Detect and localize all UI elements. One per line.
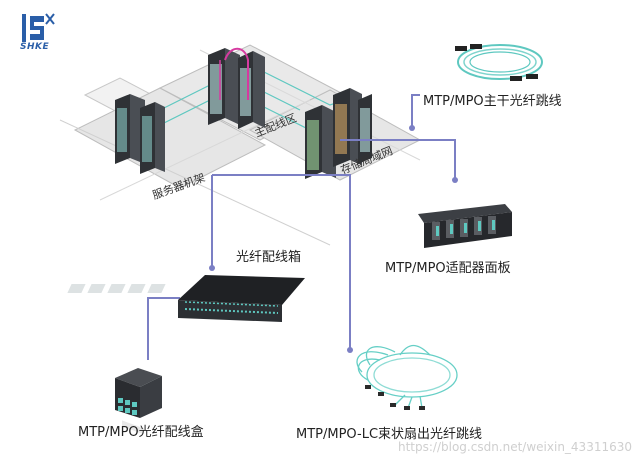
fanout-cable-image — [356, 344, 458, 409]
main-distribution-racks — [208, 47, 265, 129]
trunk-cable-image — [455, 44, 543, 81]
connector-dots — [209, 125, 458, 353]
label-fiber-enclosure: 光纤配线箱 — [236, 250, 302, 265]
label-fanout-cable: MTP/MPO-LC束状扇出光纤跳线 — [296, 427, 483, 442]
shke-logo — [22, 13, 55, 42]
cassette-image — [115, 368, 162, 435]
storage-racks — [305, 88, 372, 179]
fiber-enclosure-image — [67, 275, 305, 322]
watermark: https://blog.csdn.net/weixin_43311630 — [397, 440, 632, 454]
label-trunk-cable: MTP/MPO主干光纤跳线 — [423, 94, 562, 109]
adapter-panel-image — [418, 204, 512, 248]
connector-lines — [147, 94, 456, 360]
fanout-lc-connectors — [365, 385, 425, 410]
server-racks — [115, 94, 165, 174]
label-adapter-panel: MTP/MPO适配器面板 — [385, 261, 511, 276]
logo-text: SHKE — [20, 42, 50, 52]
label-cassette: MTP/MPO光纤配线盒 — [78, 425, 204, 440]
